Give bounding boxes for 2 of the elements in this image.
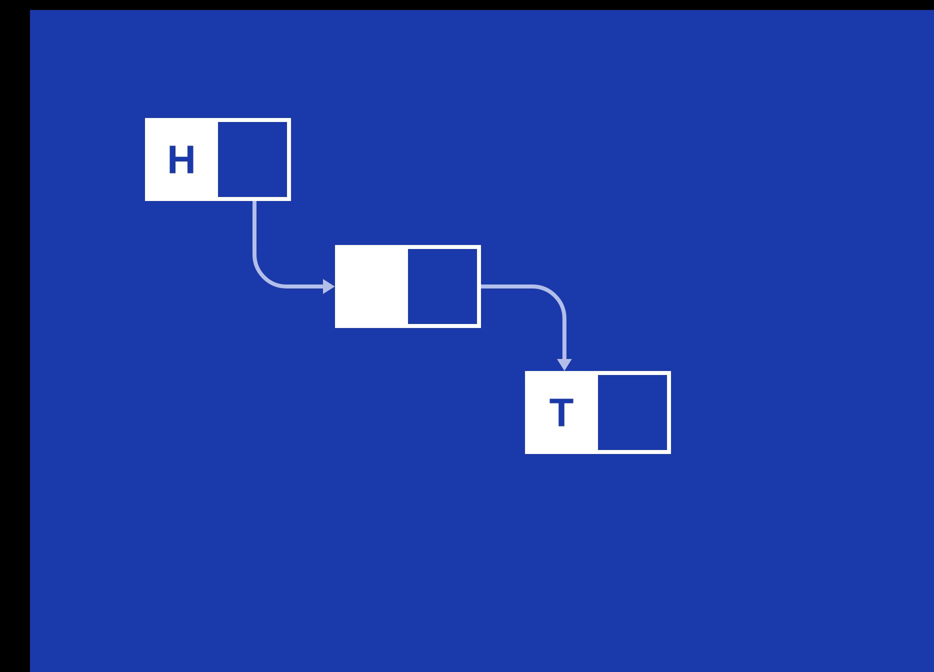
list-node: T: [525, 371, 671, 454]
list-node: H: [145, 118, 291, 201]
